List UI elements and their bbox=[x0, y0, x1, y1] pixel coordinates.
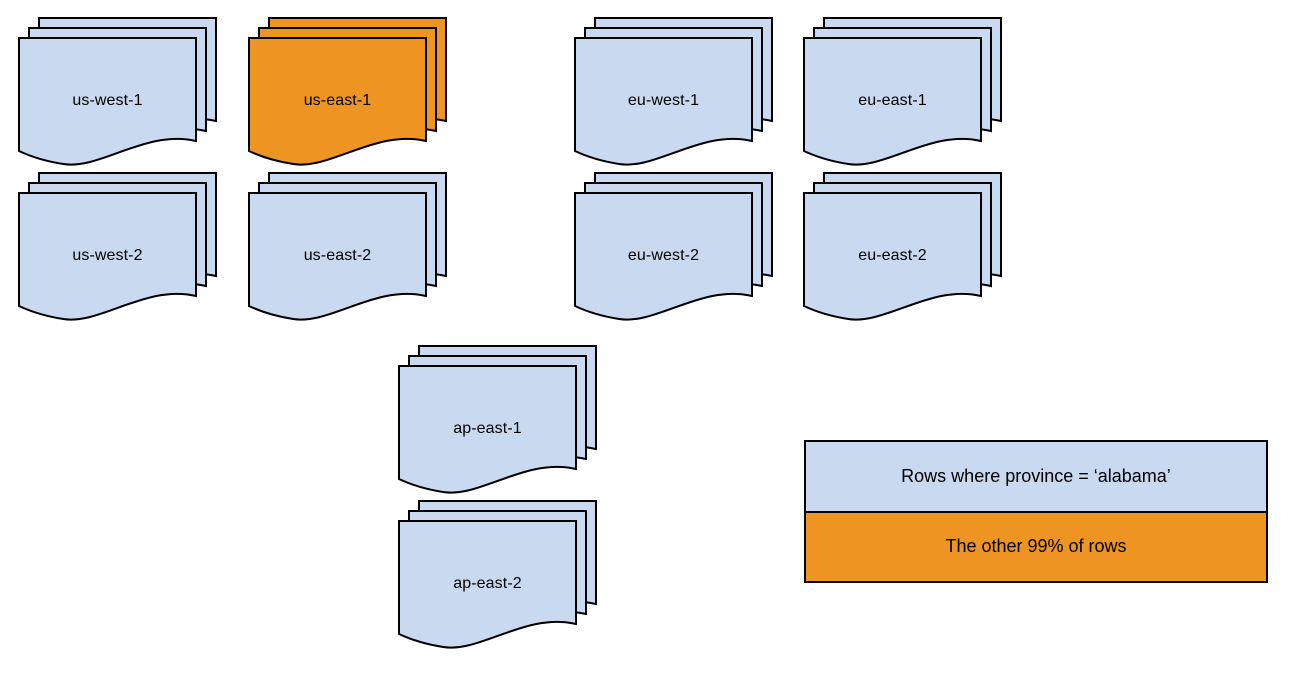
doc-stack-shapes bbox=[574, 172, 773, 321]
legend-row-legend-orange: The other 99% of rows bbox=[806, 512, 1266, 581]
legend-row-label: The other 99% of rows bbox=[945, 536, 1127, 557]
doc-stack-shapes bbox=[398, 500, 597, 649]
doc-stack-eu-east-2[interactable]: eu-east-2 bbox=[803, 172, 1002, 321]
doc-stack-ap-east-1[interactable]: ap-east-1 bbox=[398, 345, 597, 494]
doc-stack-shapes bbox=[248, 17, 447, 166]
doc-stack-shapes bbox=[803, 17, 1002, 166]
doc-stack-ap-east-2[interactable]: ap-east-2 bbox=[398, 500, 597, 649]
doc-stack-shapes bbox=[18, 172, 217, 321]
doc-stack-shapes bbox=[574, 17, 773, 166]
doc-stack-eu-west-2[interactable]: eu-west-2 bbox=[574, 172, 773, 321]
doc-stack-shapes bbox=[248, 172, 447, 321]
doc-stack-us-east-1[interactable]: us-east-1 bbox=[248, 17, 447, 166]
doc-stack-us-east-2[interactable]: us-east-2 bbox=[248, 172, 447, 321]
doc-page-front bbox=[398, 520, 577, 649]
legend-row-label: Rows where province = ‘alabama’ bbox=[901, 465, 1171, 486]
doc-stack-eu-east-1[interactable]: eu-east-1 bbox=[803, 17, 1002, 166]
doc-page-front bbox=[398, 365, 577, 494]
legend: Rows where province = ‘alabama’ The other… bbox=[804, 440, 1268, 583]
doc-page-front bbox=[574, 37, 753, 166]
doc-stack-shapes bbox=[398, 345, 597, 494]
doc-page-front bbox=[248, 192, 427, 321]
doc-stack-shapes bbox=[18, 17, 217, 166]
doc-stack-eu-west-1[interactable]: eu-west-1 bbox=[574, 17, 773, 166]
doc-page-front bbox=[803, 192, 982, 321]
doc-page-front bbox=[18, 37, 197, 166]
doc-stack-us-west-2[interactable]: us-west-2 bbox=[18, 172, 217, 321]
doc-page-front bbox=[248, 37, 427, 166]
doc-stack-shapes bbox=[803, 172, 1002, 321]
doc-page-front bbox=[803, 37, 982, 166]
doc-page-front bbox=[18, 192, 197, 321]
doc-stack-us-west-1[interactable]: us-west-1 bbox=[18, 17, 217, 166]
doc-page-front bbox=[574, 192, 753, 321]
legend-row-legend-blue: Rows where province = ‘alabama’ bbox=[806, 442, 1266, 513]
